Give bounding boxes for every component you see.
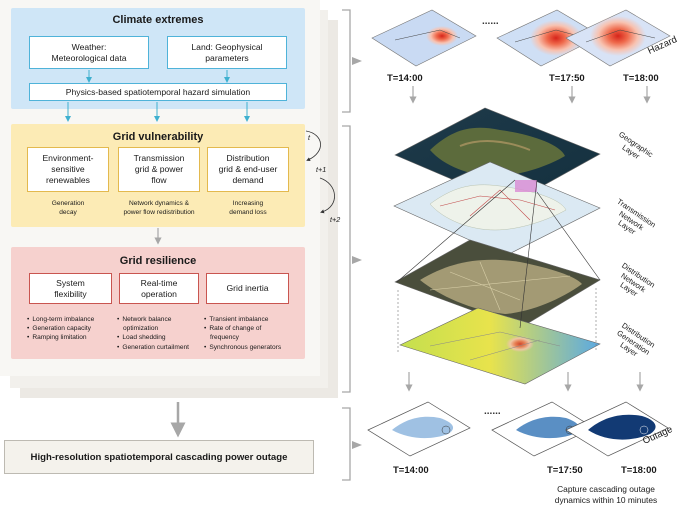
time-loop-arrows: [305, 130, 335, 214]
outage-map-2: [491, 401, 595, 457]
bracket-connectors: [342, 9, 351, 481]
hazard-time-2: T=17:50: [549, 73, 585, 84]
hazard-ellipsis: ......: [482, 16, 499, 27]
bracket-arrowheads: [352, 57, 362, 449]
outage-down-arrows: [405, 372, 644, 392]
network-dynamics-note: Network dynamics &power flow redistribut…: [123, 200, 195, 216]
grid-vulnerability-panel: Grid vulnerability Environment-sensitive…: [11, 124, 305, 227]
hazard-time-3: T=18:00: [623, 73, 659, 84]
inertia-bullets: Transient imbalance Rate of change offre…: [204, 315, 281, 352]
time-step-t: t: [308, 133, 310, 142]
outage-map-1: [367, 401, 471, 457]
weather-box: Weather:Meteorological data: [29, 36, 149, 69]
climate-arrows: [65, 70, 250, 122]
projection-lines: [396, 179, 601, 329]
grid-inertia-box: Grid inertia: [206, 273, 289, 304]
grid-resilience-title: Grid resilience: [119, 255, 197, 267]
time-step-t1: t+1: [316, 165, 327, 174]
hazard-down-arrows: [409, 86, 651, 104]
cascading-outage-box: High-resolution spatiotemporal cascading…: [4, 440, 314, 474]
hazard-map-3: [565, 9, 671, 67]
climate-extremes-title: Climate extremes: [112, 14, 204, 26]
framework-card: Climate extremes Weather:Meteorological …: [0, 0, 320, 376]
transmission-layer: [393, 161, 601, 257]
hazard-map-1: [371, 9, 477, 67]
outage-time-1: T=14:00: [393, 465, 429, 476]
distribution-generation-layer: [399, 307, 601, 385]
outage-caption: Capture cascading outage dynamics within…: [554, 484, 658, 505]
outage-time-2: T=17:50: [547, 465, 583, 476]
hazard-simulation-box: Physics-based spatiotemporal hazard simu…: [29, 83, 287, 101]
time-step-t2: t+2: [330, 215, 341, 224]
grid-vulnerability-title: Grid vulnerability: [112, 131, 204, 143]
outage-ellipsis: ......: [484, 406, 501, 417]
outage-map-3: [565, 401, 669, 457]
distribution-network-layer: [394, 239, 601, 329]
outage-time-3: T=18:00: [621, 465, 657, 476]
flexibility-bullets: Long-term imbalance Generation capacity …: [27, 315, 94, 343]
hazard-time-1: T=14:00: [387, 73, 423, 84]
climate-extremes-panel: Climate extremes Weather:Meteorological …: [11, 8, 305, 109]
geographic-layer: [394, 107, 601, 205]
